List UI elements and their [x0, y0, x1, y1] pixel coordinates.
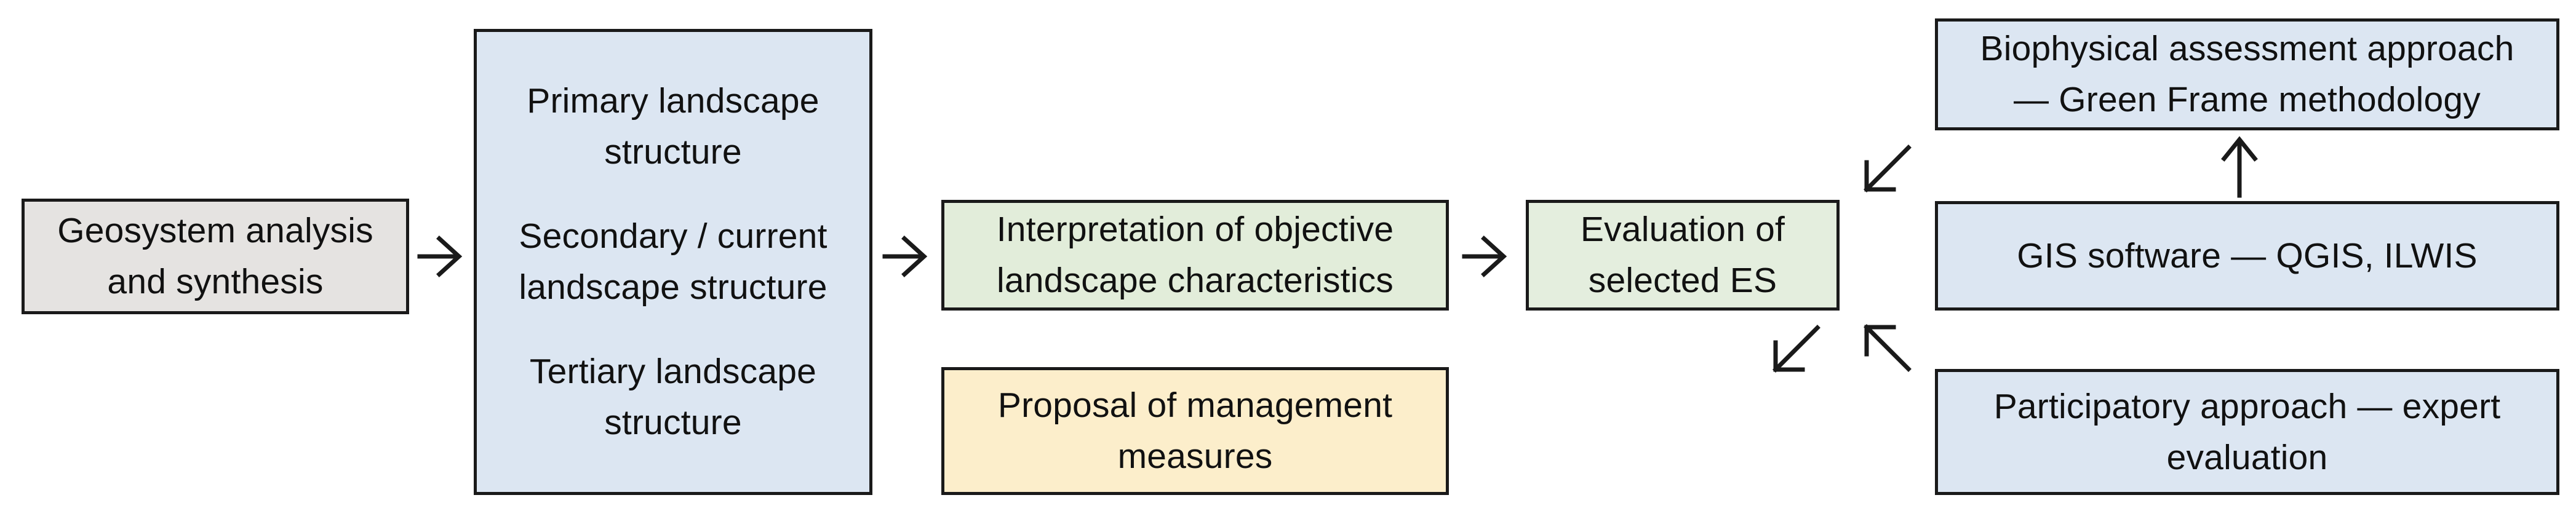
node-participatory-label: Participatory approach — expert evaluati…	[1993, 386, 2501, 477]
node-evaluation-of-selected-es: Evaluation of selected ES	[1526, 200, 1840, 311]
node-interpretation-label: Interpretation of objective landscape ch…	[996, 210, 1394, 300]
node-geosystem-analysis-label: Geosystem analysis and synthesis	[57, 211, 373, 301]
node-landscape-structure-primary: Primary landscape structure	[527, 81, 819, 172]
node-biophysical-assessment-approach: Biophysical assessment approach — Green …	[1935, 18, 2559, 130]
node-gis-software-label: GIS software — QGIS, ILWIS	[2017, 236, 2478, 275]
connector-evaluation-to-proposal	[1767, 323, 1822, 378]
node-landscape-structure: Primary landscape structure Secondary / …	[474, 29, 872, 495]
connector-participatory-to-evaluation	[1858, 320, 1913, 375]
connector-interpretation-to-evaluation	[1462, 235, 1512, 278]
node-interpretation: Interpretation of objective landscape ch…	[941, 200, 1449, 311]
node-gis-software: GIS software — QGIS, ILWIS	[1935, 201, 2559, 311]
node-geosystem-analysis: Geosystem analysis and synthesis	[22, 199, 409, 314]
connector-gis-to-biophysical	[2218, 136, 2261, 198]
node-biophysical-label: Biophysical assessment approach — Green …	[1980, 29, 2514, 119]
node-landscape-structure-tertiary: Tertiary landscape structure	[529, 352, 817, 442]
connector-biophysical-to-evaluation	[1858, 143, 1913, 198]
node-evaluation-label: Evaluation of selected ES	[1580, 210, 1785, 300]
connector-structure-to-interpretation	[882, 235, 933, 278]
node-participatory-approach: Participatory approach — expert evaluati…	[1935, 369, 2559, 495]
connector-geosystem-to-structure	[417, 235, 468, 278]
node-proposal-label: Proposal of management measures	[997, 386, 1393, 476]
node-proposal-of-management-measures: Proposal of management measures	[941, 367, 1449, 495]
node-landscape-structure-secondary: Secondary / current landscape structure	[519, 216, 827, 307]
